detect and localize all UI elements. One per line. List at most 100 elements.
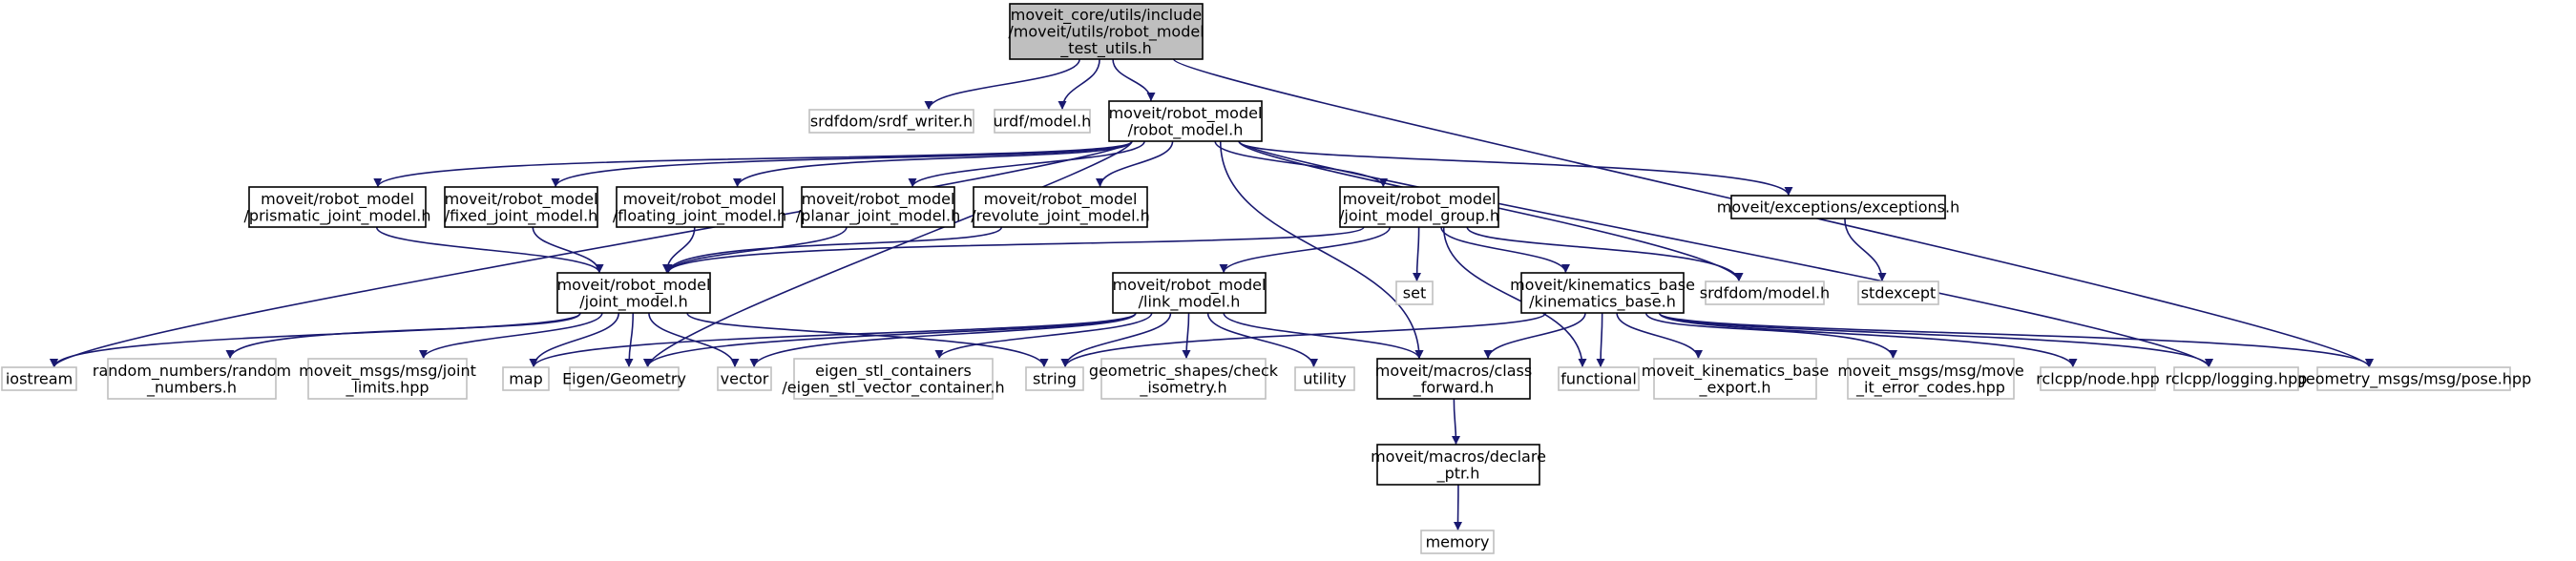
edge-jmg-to-functional [1442, 226, 1587, 368]
node-box [1112, 272, 1267, 314]
edge-joint-model-to-map [529, 312, 620, 368]
node-box [1009, 3, 1204, 60]
node-label-line: /joint_model_group.h [1339, 206, 1499, 225]
node-geometric-shapes: geometric_shapes/check_isometry.h [1089, 358, 1279, 400]
node-box [2040, 366, 2156, 391]
node-label-line: Eigen/Geometry [562, 370, 686, 388]
edge-root-to-robot-model [1112, 58, 1156, 102]
node-box [556, 272, 711, 314]
node-pose: geometry_msgs/msg/pose.hpp [2296, 366, 2531, 391]
edge-kin-base-to-rclcpp-node [1658, 312, 2078, 368]
node-label-line: _numbers.h [146, 378, 237, 397]
node-box [1108, 100, 1263, 142]
edge-jmg-to-joint-model [663, 226, 1365, 274]
edge-kin-base-to-class-forward [1483, 312, 1586, 360]
node-label-line: functional [1560, 370, 1637, 388]
node-prismatic[interactable]: moveit/robot_model/prismatic_joint_model… [244, 186, 431, 228]
header-nodes: moveit_core/utils/include/moveit/utils/r… [1, 3, 2531, 554]
node-box [1376, 358, 1531, 400]
node-label-line: stdexcept [1861, 284, 1937, 302]
edge-link-model-to-map [529, 312, 1137, 368]
node-box [1653, 358, 1817, 400]
edge-robot-model-to-prismatic [373, 140, 1133, 188]
dependency-edges [50, 58, 2374, 531]
node-label-line: iostream [6, 370, 73, 388]
node-joint-limits: moveit_msgs/msg/joint_limits.hpp [299, 358, 476, 400]
edge-robot-model-to-floating [733, 140, 1133, 188]
node-map: map [502, 366, 550, 391]
node-kin-base[interactable]: moveit/kinematics_base/kinematics_base.h [1510, 272, 1695, 314]
node-label-line: moveit/robot_model [1109, 104, 1263, 123]
node-robot-model[interactable]: moveit/robot_model/robot_model.h [1108, 100, 1263, 142]
edge-link-model-to-vector [749, 312, 1137, 368]
node-box [717, 366, 772, 391]
node-label-line: /prismatic_joint_model.h [244, 206, 431, 225]
node-box [1520, 272, 1685, 314]
node-box [1420, 530, 1495, 554]
node-box [808, 109, 974, 134]
node-exceptions[interactable]: moveit/exceptions/exceptions.h [1717, 195, 1959, 219]
node-label-line: srdfdom/srdf_writer.h [810, 113, 973, 132]
node-label-line: /kinematics_base.h [1529, 292, 1676, 311]
edge-class-forward-to-declare-ptr [1451, 398, 1460, 446]
node-box [973, 186, 1148, 228]
edge-link-model-to-eigen-stl [934, 312, 1153, 360]
edge-jmg-to-kin-base [1440, 226, 1570, 274]
node-box [801, 186, 955, 228]
edge-planar-to-joint-model [663, 226, 848, 274]
node-label-line: moveit/exceptions/exceptions.h [1717, 198, 1959, 217]
node-box [1, 366, 77, 391]
edge-kin-base-to-error-codes [1644, 312, 1897, 360]
node-label-line: _forward.h [1413, 378, 1495, 397]
node-label-line: moveit/robot_model [557, 276, 711, 295]
node-label-line: moveit/robot_model [445, 190, 598, 209]
node-urdf-model: urdf/model.h [994, 109, 1092, 134]
node-label-line: moveit/robot_model [802, 190, 955, 209]
edge-link-model-to-geometric-shapes [1182, 312, 1191, 360]
node-class-forward[interactable]: moveit/macros/class_forward.h [1375, 358, 1532, 400]
node-kin-export: moveit_kinematics_base_export.h [1642, 358, 1829, 400]
node-box [1294, 366, 1355, 391]
edge-robot-model-to-fixed [551, 140, 1133, 188]
node-box [569, 366, 680, 391]
node-functional: functional [1558, 366, 1640, 391]
edge-exceptions-to-stdexcept [1844, 218, 1887, 282]
edge-kin-base-to-kin-export [1616, 312, 1703, 360]
edge-kin-base-to-pose [1658, 312, 2374, 368]
node-link-model[interactable]: moveit/robot_model/link_model.h [1112, 272, 1267, 314]
node-joint-model[interactable]: moveit/robot_model/joint_model.h [556, 272, 711, 314]
edge-joint-model-to-joint-limits [419, 312, 603, 360]
edge-robot-model-to-planar [908, 140, 1145, 188]
node-string: string [1025, 366, 1084, 391]
node-box [2173, 366, 2299, 391]
node-label-line: moveit/robot_model [1113, 276, 1267, 295]
edge-joint-model-to-string [686, 312, 1049, 368]
node-label-line: /revolute_joint_model.h [971, 206, 1150, 225]
node-stdexcept: stdexcept [1857, 280, 1939, 305]
node-label-line: random_numbers/random [93, 362, 291, 381]
node-label-line: /floating_joint_model.h [613, 206, 786, 225]
node-label-line: utility [1303, 370, 1347, 388]
node-fixed[interactable]: moveit/robot_model/fixed_joint_model.h [444, 186, 598, 228]
node-label-line: /robot_model.h [1128, 120, 1244, 139]
edge-link-model-to-class-forward [1223, 312, 1424, 360]
node-memory: memory [1420, 530, 1495, 554]
node-box [1558, 366, 1640, 391]
edge-joint-model-to-vector [648, 312, 740, 368]
node-label-line: moveit/robot_model [984, 190, 1138, 209]
node-floating[interactable]: moveit/robot_model/floating_joint_model.… [613, 186, 786, 228]
node-revolute[interactable]: moveit/robot_model/revolute_joint_model.… [971, 186, 1150, 228]
edge-prismatic-to-joint-model [375, 226, 604, 274]
edge-joint-model-to-eigen-geometry [624, 312, 635, 368]
node-label-line: map [509, 370, 543, 388]
node-label-line: urdf/model.h [994, 113, 1092, 131]
node-jmg[interactable]: moveit/robot_model/joint_model_group.h [1339, 186, 1499, 228]
node-root[interactable]: moveit_core/utils/include/moveit/utils/r… [1008, 3, 1204, 60]
node-label-line: moveit/robot_model [261, 190, 414, 209]
node-planar[interactable]: moveit/robot_model/planar_joint_model.h [796, 186, 960, 228]
edge-jmg-to-link-model [1219, 226, 1392, 274]
node-box [1339, 186, 1499, 228]
edge-kin-base-to-rclcpp-logging [1658, 312, 2213, 368]
node-declare-ptr[interactable]: moveit/macros/declare_ptr.h [1371, 444, 1546, 486]
node-label-line: moveit/robot_model [1343, 190, 1497, 209]
